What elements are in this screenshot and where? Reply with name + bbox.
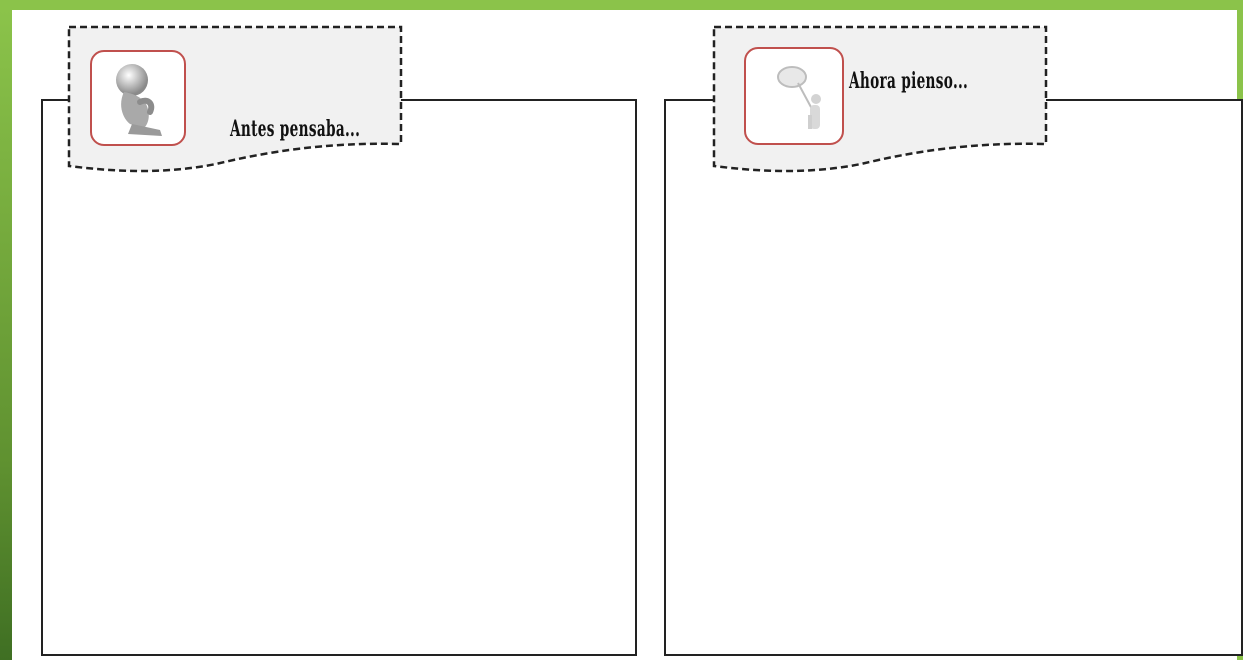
now-thinking-label: Ahora pienso... — [849, 68, 968, 94]
now-thinking-box[interactable] — [664, 99, 1243, 656]
thinking-figure-icon — [90, 50, 186, 146]
before-thinking-label: Antes pensaba... — [230, 116, 360, 142]
now-thinking-header: Ahora pienso... — [711, 24, 1049, 176]
before-thinking-box[interactable] — [41, 99, 637, 656]
lightbulb-idea-figure-icon — [744, 47, 844, 145]
before-thinking-header: Antes pensaba... — [66, 24, 404, 176]
